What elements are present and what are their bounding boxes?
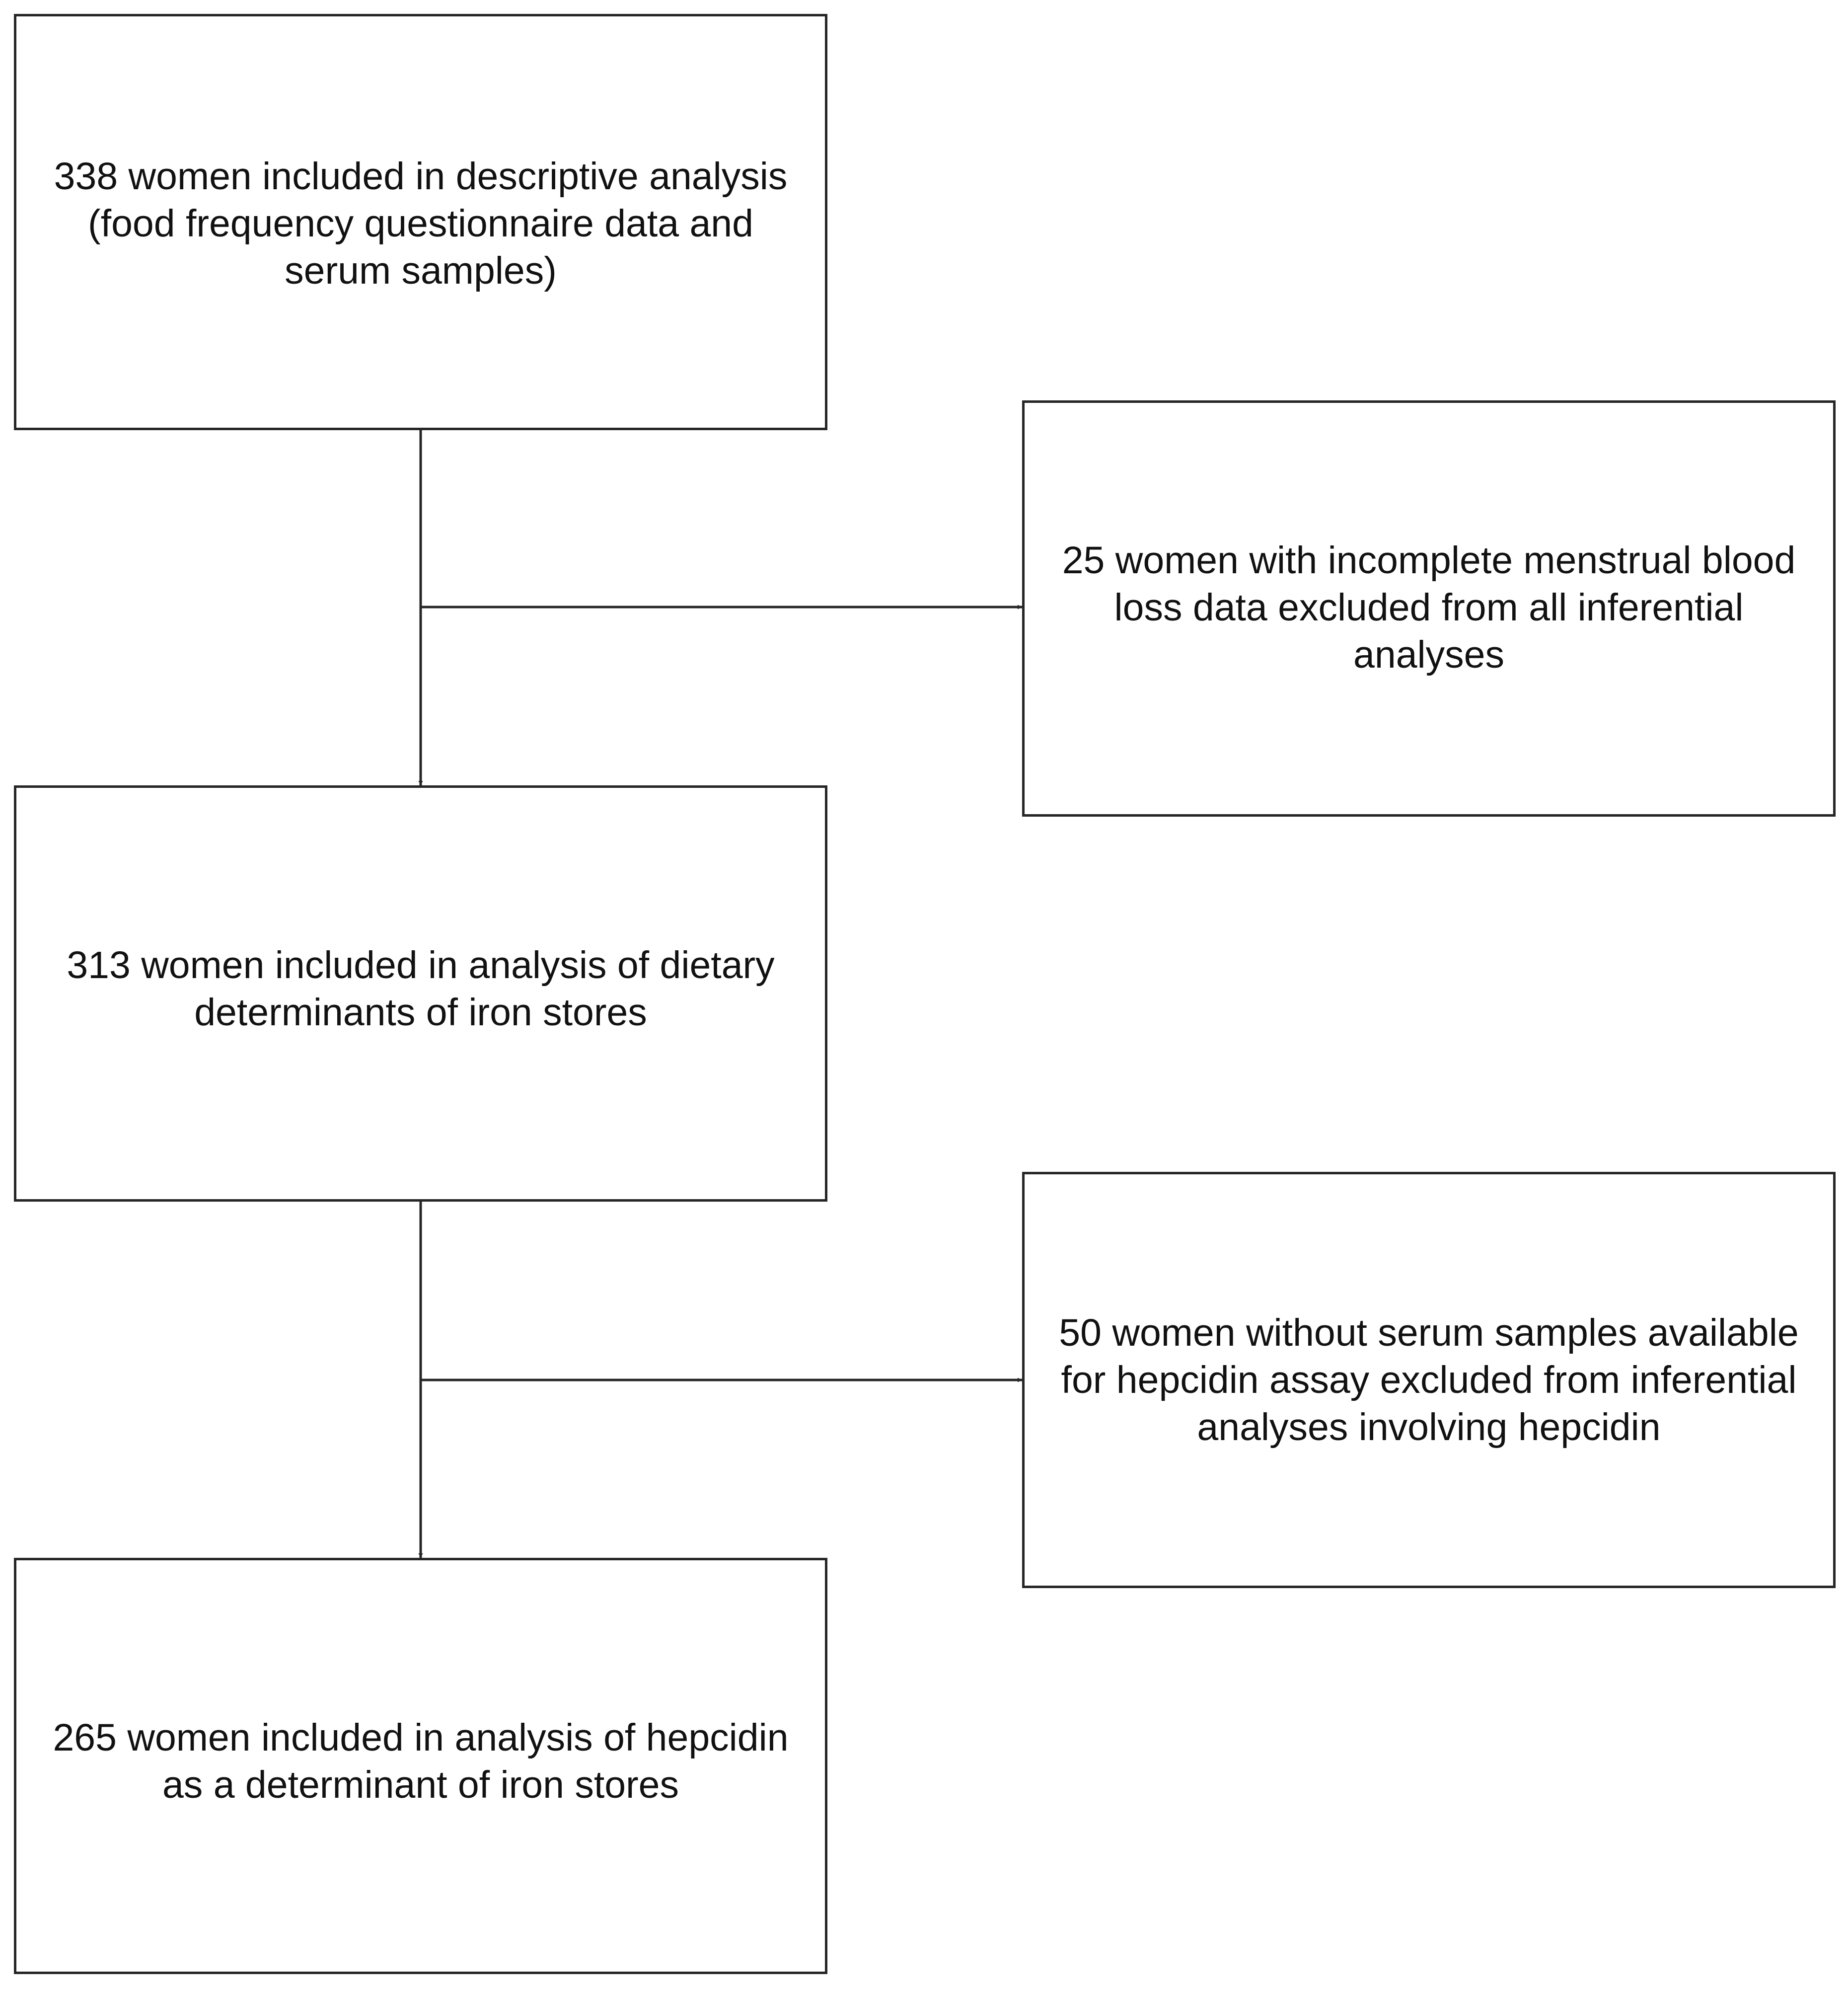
excluded-serum-samples-text: 50 women without serum samples available… <box>1059 1311 1799 1449</box>
hepcidin-analysis-text: 265 women included in analysis of hepcid… <box>53 1716 789 1806</box>
excluded-serum-samples-box: 50 women without serum samples available… <box>1022 1172 1836 1588</box>
hepcidin-analysis-box: 265 women included in analysis of hepcid… <box>14 1558 827 1974</box>
dietary-determinants-box: 313 women included in analysis of dietar… <box>14 785 827 1202</box>
excluded-menstrual-blood-loss-box: 25 women with incomplete menstrual blood… <box>1022 400 1836 817</box>
excluded-menstrual-blood-loss-text: 25 women with incomplete menstrual blood… <box>1062 539 1796 676</box>
dietary-determinants-text: 313 women included in analysis of dietar… <box>67 944 775 1034</box>
descriptive-analysis-text: 338 women included in descriptive analys… <box>54 155 788 292</box>
descriptive-analysis-box: 338 women included in descriptive analys… <box>14 14 827 430</box>
